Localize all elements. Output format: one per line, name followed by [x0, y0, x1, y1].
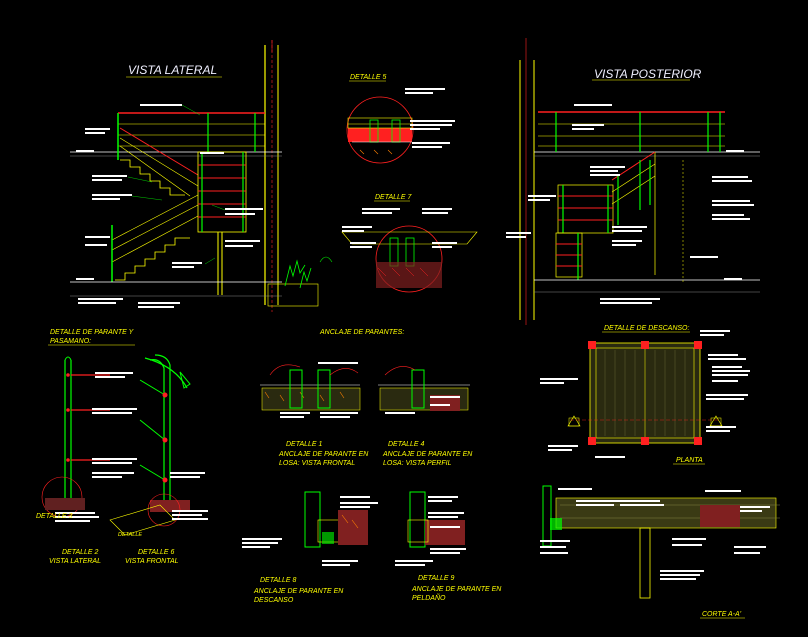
vista-lateral-view: VISTA LATERAL — [70, 40, 333, 312]
vista-posterior-view: VISTA POSTERIOR — [506, 60, 760, 320]
detalle-2-title: DETALLE 2 — [62, 549, 99, 556]
detalle-parante-pasamano: DETALLE DE PARANTE Y PASAMANO: — [36, 329, 208, 565]
detalle-1-title: DETALLE 1 — [286, 441, 323, 448]
detalle-descanso-title: DETALLE DE DESCANSO: — [604, 325, 690, 332]
detalle-6-subtitle: VISTA FRONTAL — [125, 558, 179, 565]
detalle-de-descanso: DETALLE DE DESCANSO: — [540, 325, 780, 619]
detalle-8-line1: ANCLAJE DE PARANTE EN — [253, 588, 344, 595]
detalle-4-line1: ANCLAJE DE PARANTE EN — [382, 451, 473, 458]
detalle-parante-title: DETALLE DE PARANTE Y — [50, 329, 135, 336]
detalle-5: DETALLE 5 — [346, 74, 455, 164]
detalle-4-title: DETALLE 4 — [388, 441, 425, 448]
vista-posterior-title: VISTA POSTERIOR — [594, 67, 702, 81]
vista-lateral-title: VISTA LATERAL — [128, 63, 217, 77]
detalle-9-line2: PELDAÑO — [412, 593, 446, 602]
detalle-9-line1: ANCLAJE DE PARANTE EN — [411, 586, 502, 593]
detalle-6-title: DETALLE 6 — [138, 549, 175, 556]
anclaje-de-parantes: ANCLAJE DE PARANTES: DETALLE 1 ANCLAJE D… — [242, 329, 502, 604]
detalle-4-line2: LOSA: VISTA PERFIL — [383, 460, 452, 467]
planta-title: PLANTA — [676, 457, 703, 464]
corte-title: CORTE A-A' — [702, 611, 742, 618]
detalle-8-title: DETALLE 8 — [260, 577, 297, 584]
pasamano-title: PASAMANO: — [50, 338, 91, 345]
detalle-5-title: DETALLE 5 — [350, 74, 387, 81]
detalle-9-title: DETALLE 9 — [418, 575, 455, 582]
detalle-1-line1: ANCLAJE DE PARANTE EN — [278, 451, 369, 458]
detalle-7-title: DETALLE 7 — [375, 194, 413, 201]
detalle-1-line2: LOSA: VISTA FRONTAL — [279, 460, 355, 467]
anclaje-parantes-title: ANCLAJE DE PARANTES: — [319, 329, 404, 336]
svg-text:DETALLE: DETALLE — [118, 532, 142, 538]
detalle-2-subtitle: VISTA LATERAL — [49, 558, 101, 565]
detalle-3-title: DETALLE 3 — [36, 513, 73, 520]
detalle-8-line2: DESCANSO — [254, 597, 294, 604]
detalle-7: DETALLE 7 — [341, 194, 478, 293]
